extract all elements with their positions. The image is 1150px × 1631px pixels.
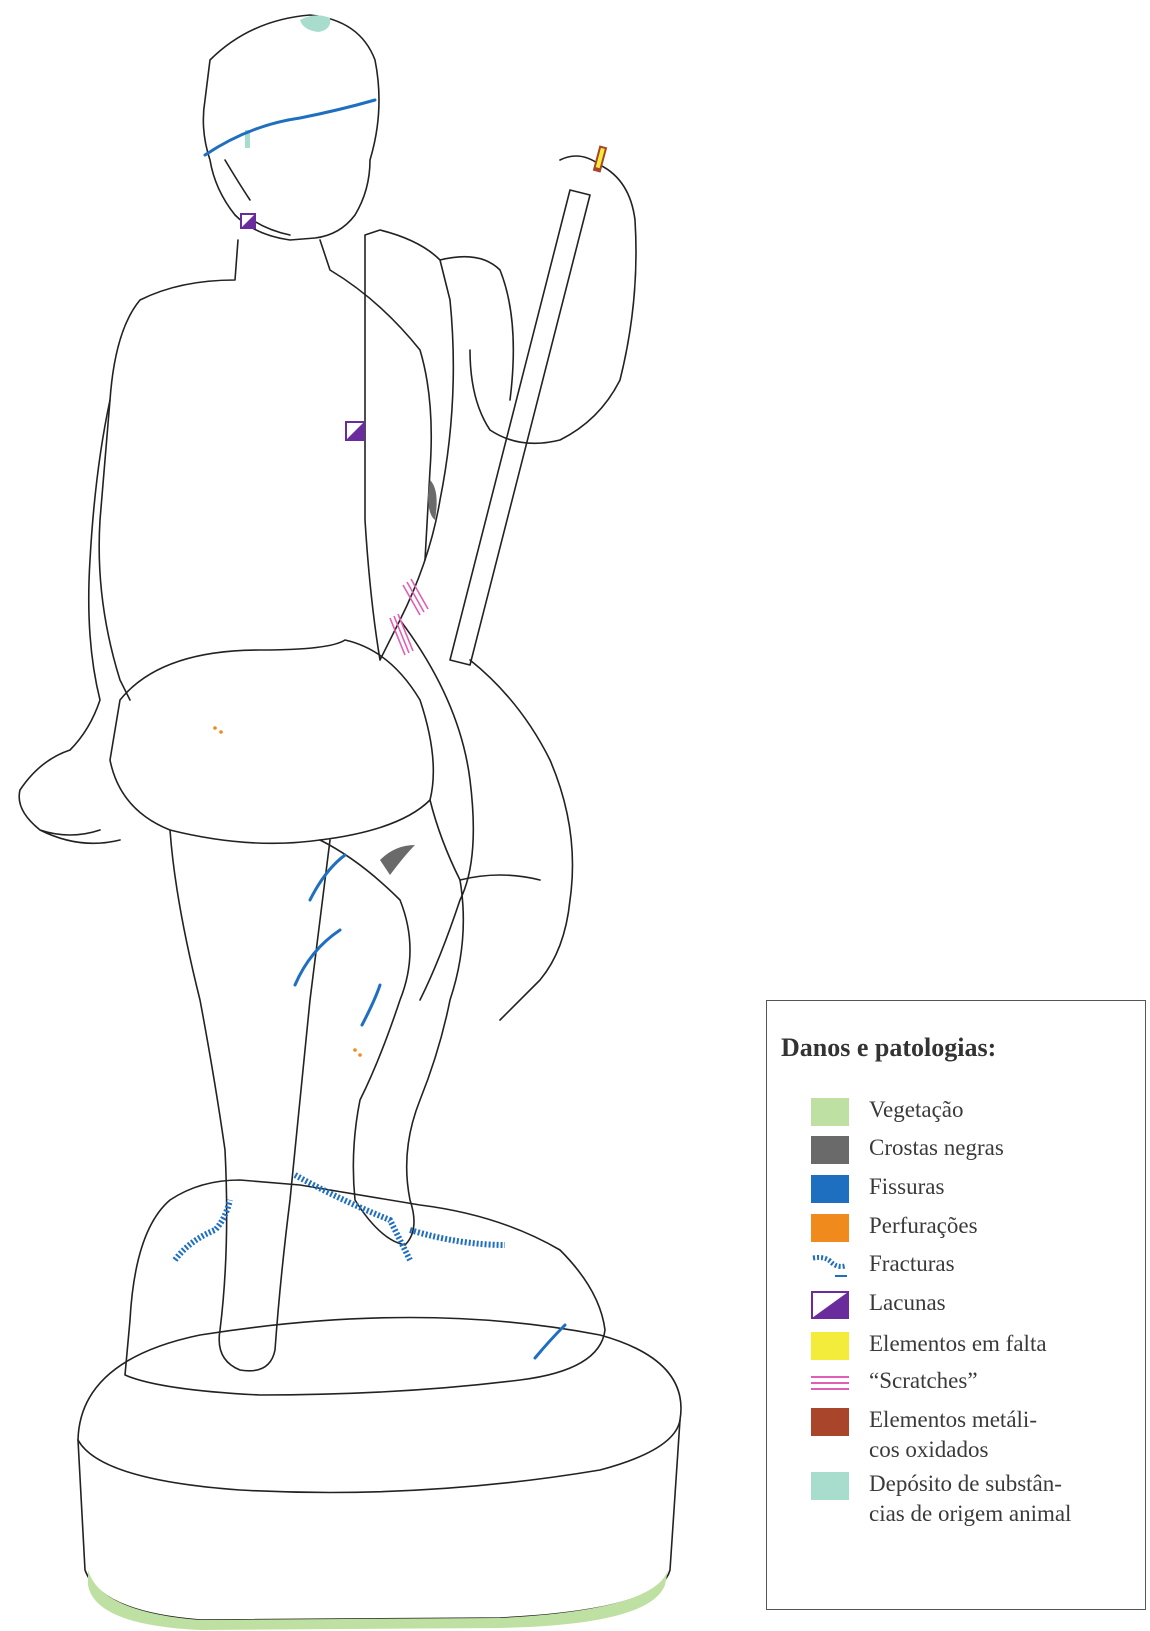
swatch-elementos_falta xyxy=(811,1332,849,1360)
drape-outline xyxy=(365,230,513,660)
swatch-vegetacao xyxy=(811,1098,849,1126)
legend-label-line: cias de origem animal xyxy=(869,1499,1071,1529)
legend-label-deposito: Depósito de substân-cias de origem anima… xyxy=(869,1469,1071,1529)
legend-label-line: Elementos em falta xyxy=(869,1329,1047,1359)
statue-drawing xyxy=(0,0,760,1631)
back-drape-outline xyxy=(460,660,573,1020)
legend-label-fissuras: Fissuras xyxy=(869,1172,944,1202)
black-crust-knee xyxy=(380,845,415,875)
perforation-3 xyxy=(353,1048,357,1052)
legend-label-line: Fracturas xyxy=(869,1249,955,1279)
left-leg-outline xyxy=(170,830,330,1371)
perforation-1 xyxy=(213,726,217,730)
lap-outline xyxy=(110,640,433,843)
legend-label-line: Lacunas xyxy=(869,1288,946,1318)
fissure-leg xyxy=(362,985,380,1025)
legend-label-line: Crostas negras xyxy=(869,1133,1004,1163)
head-outline xyxy=(203,15,379,240)
fracture-left xyxy=(175,1200,230,1260)
animal-deposit-mark xyxy=(300,15,330,32)
half-triangle-icon xyxy=(811,1291,849,1319)
legend-label-elementos_falta: Elementos em falta xyxy=(869,1329,1047,1359)
fissure-forehead xyxy=(205,100,375,155)
legend-label-line: Fissuras xyxy=(869,1172,944,1202)
legend-title: Danos e patologias: xyxy=(781,1033,996,1063)
perforation-4 xyxy=(358,1053,362,1057)
swatch-crostas xyxy=(811,1136,849,1164)
legend-label-line: “Scratches” xyxy=(869,1366,978,1396)
swatch-deposito xyxy=(811,1472,849,1500)
rock-base xyxy=(125,1180,605,1395)
swatch-fissuras xyxy=(811,1175,849,1203)
perforation-2 xyxy=(219,730,223,734)
fissure-base xyxy=(535,1325,565,1358)
swatch-perfuracoes xyxy=(811,1214,849,1242)
lacuna-chest xyxy=(346,422,364,440)
legend-label-scratches: “Scratches” xyxy=(869,1366,978,1396)
staff-outline xyxy=(450,190,590,665)
triple-line-icon xyxy=(811,1369,849,1397)
legend-label-vegetacao: Vegetação xyxy=(869,1095,964,1125)
plinth-outline xyxy=(78,1318,681,1621)
swatch-metalicos xyxy=(811,1408,849,1436)
legend-label-metalicos: Elementos metáli-cos oxidados xyxy=(869,1405,1037,1465)
plinth-top-edge xyxy=(78,1420,680,1493)
legend-label-crostas: Crostas negras xyxy=(869,1133,1004,1163)
right-arm-outline xyxy=(470,156,636,443)
face-line xyxy=(225,160,290,235)
black-crust-waist xyxy=(428,480,437,520)
fracture-right xyxy=(410,1230,505,1245)
legend-label-fracturas: Fracturas xyxy=(869,1249,955,1279)
legend-label-perfuracoes: Perfurações xyxy=(869,1211,978,1241)
legend-label-line: Vegetação xyxy=(869,1095,964,1125)
lacuna-chin xyxy=(241,214,255,228)
legend-label-line: Perfurações xyxy=(869,1211,978,1241)
vegetation-mark xyxy=(88,1570,668,1630)
legend-label-line: cos oxidados xyxy=(869,1435,1037,1465)
torso-outline xyxy=(99,240,431,700)
legend-label-line: Elementos metáli- xyxy=(869,1405,1037,1435)
legend-label-line: Depósito de substân- xyxy=(869,1469,1071,1499)
legend-label-lacunas: Lacunas xyxy=(869,1288,946,1318)
hatched-line-icon xyxy=(811,1252,849,1280)
